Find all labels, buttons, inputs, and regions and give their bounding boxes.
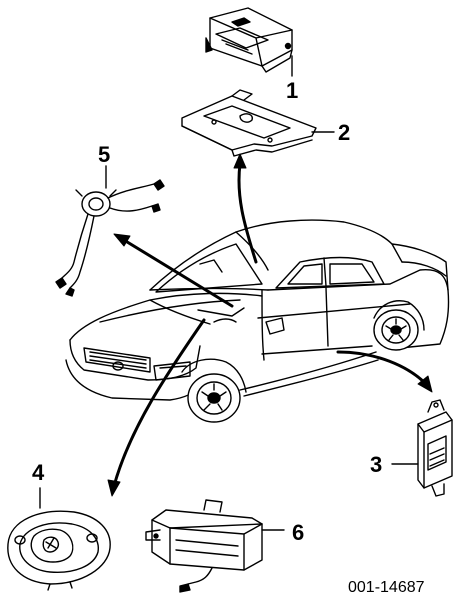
callout-1: 1	[286, 78, 298, 103]
arrow-to-part-3	[336, 350, 428, 386]
part-4-steering-wheel-module	[7, 487, 111, 591]
car-body	[65, 219, 450, 423]
callout-5: 5	[98, 142, 110, 167]
callout-4: 4	[32, 460, 45, 485]
part-5-clockspring-harness	[55, 165, 165, 297]
part-1-control-module	[205, 7, 293, 77]
arrow-to-part-5	[122, 238, 234, 308]
arrow-to-part-4	[112, 318, 206, 488]
arrow-to-part-2	[237, 162, 258, 264]
callout-6: 6	[292, 520, 304, 545]
figure-id: 001-14687	[348, 579, 425, 596]
part-3-sensor-module	[391, 399, 453, 497]
part-6-passenger-airbag-module	[145, 499, 285, 593]
leader-arrows	[107, 153, 433, 497]
part-2-mounting-bracket	[181, 89, 335, 157]
callout-2: 2	[338, 120, 350, 145]
callout-3: 3	[370, 452, 382, 477]
